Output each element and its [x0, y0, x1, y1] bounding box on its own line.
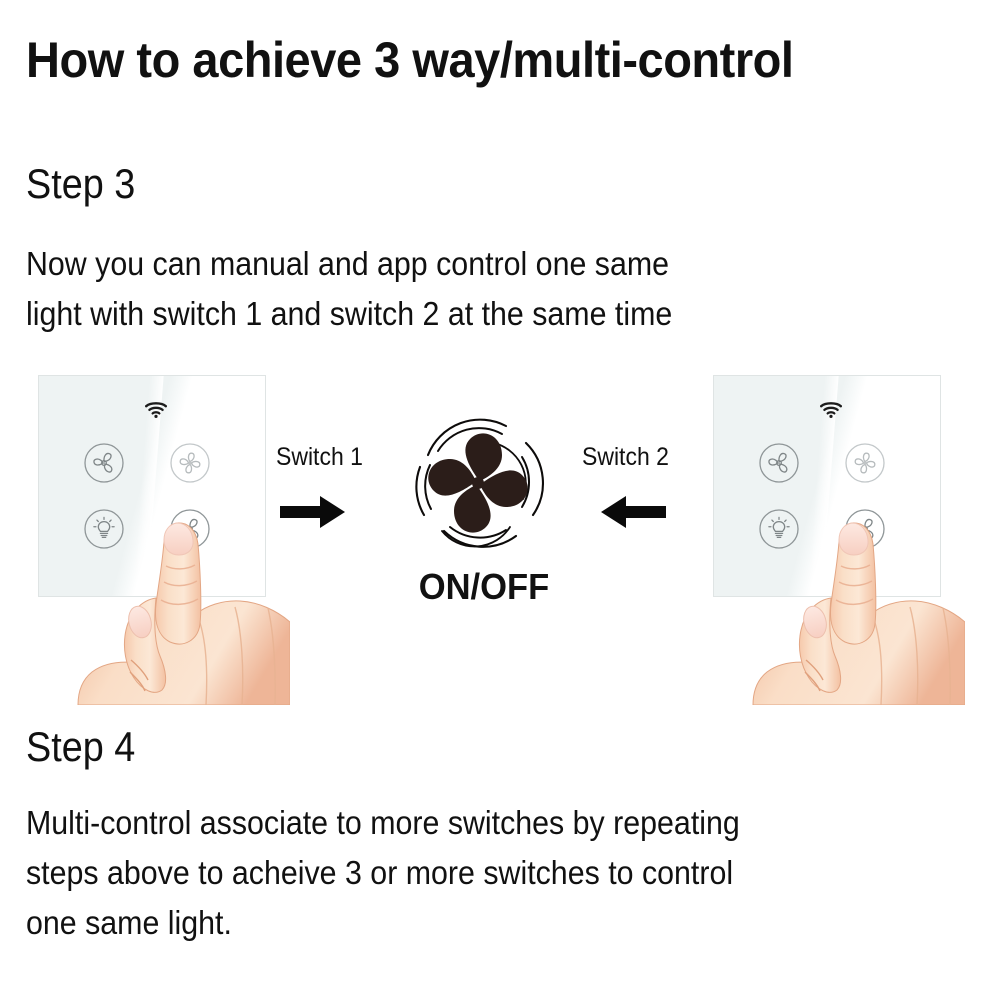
step-4-heading: Step 4	[26, 723, 136, 770]
switch-1-panel[interactable]	[38, 375, 266, 597]
switch-1-button-fan-speed-2[interactable]	[169, 442, 211, 484]
switch-2-button-fan-onoff[interactable]	[844, 508, 886, 550]
arrow-left-icon	[600, 495, 666, 529]
wifi-icon	[820, 402, 842, 418]
step-4-body-line-2: steps above to acheive 3 or more switche…	[26, 854, 734, 891]
step-3-heading: Step 3	[26, 160, 136, 207]
switch-2-button-fan-speed-2[interactable]	[844, 442, 886, 484]
wifi-icon	[145, 402, 167, 418]
switch-2-button-fan-speed-1[interactable]	[758, 442, 800, 484]
step-4-body: Multi-control associate to more switches…	[26, 798, 1001, 948]
switch-1-flow-label: Switch 1	[276, 443, 363, 471]
page-title: How to achieve 3 way/multi-control	[26, 32, 794, 88]
switch-1-button-light[interactable]	[83, 508, 125, 550]
switch-1-button-fan-speed-1[interactable]	[83, 442, 125, 484]
step-3-body-line-2: light with switch 1 and switch 2 at the …	[26, 295, 673, 332]
arrow-right-icon	[280, 495, 346, 529]
step-3-body-line-1: Now you can manual and app control one s…	[26, 245, 670, 282]
switch-1-unit	[30, 360, 291, 706]
step-4-body-line-3: one same light.	[26, 904, 232, 941]
switch-2-panel[interactable]	[713, 375, 941, 597]
step-4-body-line-1: Multi-control associate to more switches…	[26, 804, 740, 841]
multi-control-diagram: Switch 1	[0, 360, 1001, 706]
switch-1-button-fan-onoff[interactable]	[169, 508, 211, 550]
onoff-caption: ON/OFF	[418, 566, 550, 607]
switch-2-unit	[705, 360, 966, 706]
step-3-body: Now you can manual and app control one s…	[26, 239, 1001, 339]
switch-2-button-light[interactable]	[758, 508, 800, 550]
ceiling-fan-icon	[398, 403, 558, 563]
switch-2-flow-label: Switch 2	[582, 443, 669, 471]
